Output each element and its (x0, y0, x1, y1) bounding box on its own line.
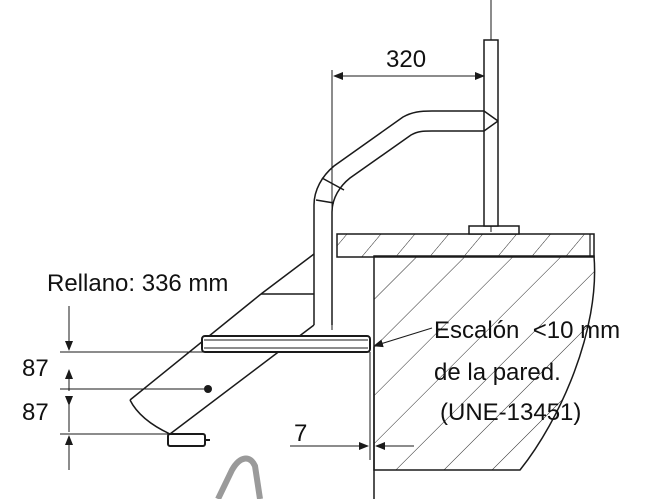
dimension-7 (290, 352, 414, 460)
step-note-line-1: Escalón <10 mm (434, 317, 620, 344)
top-step (201, 335, 371, 353)
lower-rung (167, 433, 210, 447)
dimension-320-label: 320 (386, 46, 426, 73)
ghost-handrail (215, 455, 263, 499)
dimension-320 (331, 70, 485, 330)
step-note-line-2: de la pared. (434, 359, 561, 386)
step-note-line-3: (UNE-13451) (440, 399, 581, 426)
dimension-87-upper-label: 87 (22, 355, 49, 382)
wall-section (373, 255, 596, 471)
dimension-87-lower-label: 87 (22, 399, 49, 426)
vertical-post (483, 39, 499, 227)
post-base-plate (468, 225, 520, 235)
handrail-tube (313, 110, 499, 325)
dimension-7-label: 7 (294, 420, 307, 447)
note-leader (373, 327, 433, 348)
landing-label: Rellano: 336 mm (47, 270, 228, 297)
rung-bolt (204, 385, 212, 393)
dimension-riser-lines (60, 306, 206, 470)
floor-slab (336, 233, 595, 258)
